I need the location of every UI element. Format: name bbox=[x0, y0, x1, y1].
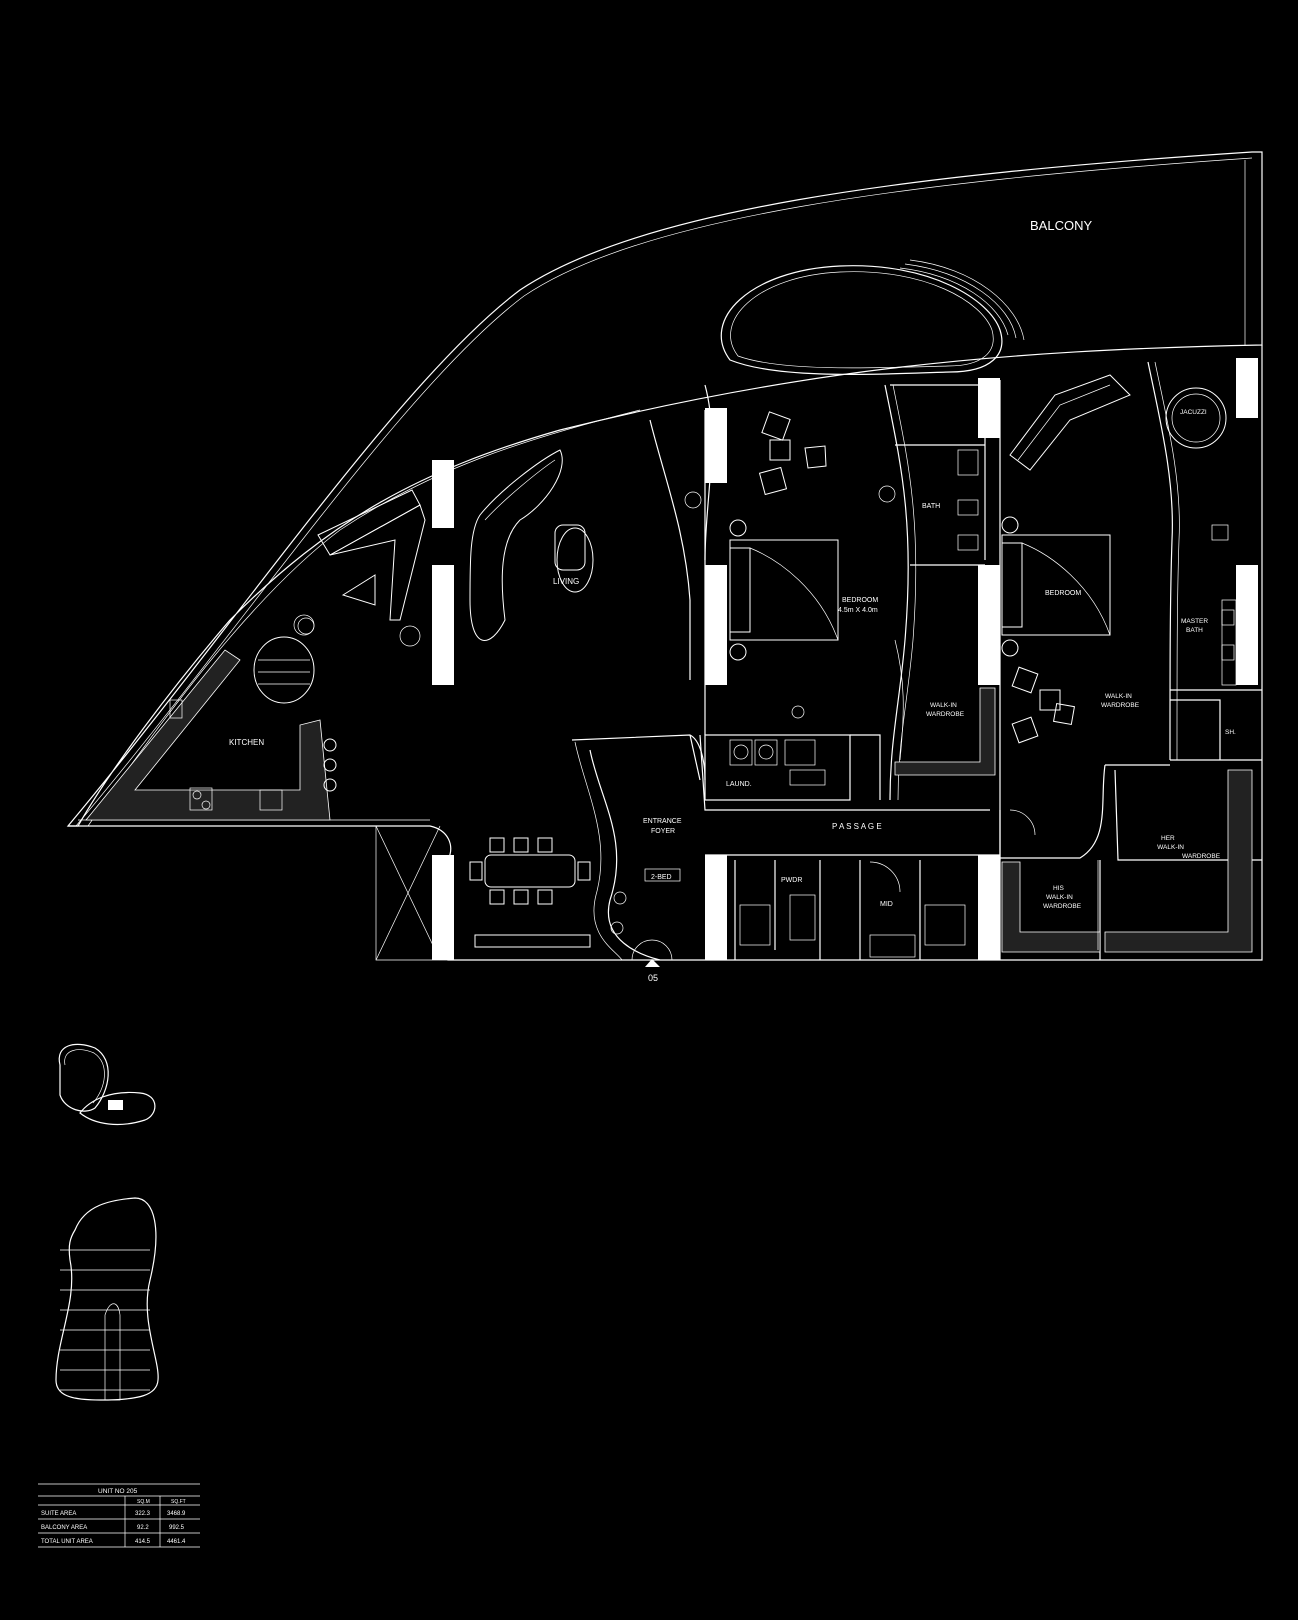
area-row-sqft: 4461.4 bbox=[167, 1539, 186, 1545]
label-his-c: WARDROBE bbox=[1043, 903, 1082, 910]
her-walkin-shelves bbox=[1104, 769, 1253, 953]
label-passage: P A S S A G E bbox=[832, 822, 882, 831]
area-row-label: SUITE AREA bbox=[41, 1511, 76, 1517]
label-balcony: BALCONY bbox=[1030, 218, 1092, 233]
label-powder: PWDR bbox=[781, 877, 802, 884]
label-shower: SH. bbox=[1225, 729, 1236, 736]
label-master-bath-a: MASTER bbox=[1181, 618, 1208, 625]
label-bedroom2: BEDROOM bbox=[1045, 590, 1081, 597]
label-walkin1-b: WARDROBE bbox=[926, 711, 965, 718]
balcony-outline bbox=[66, 151, 1263, 827]
area-row-sqft: 3468.9 bbox=[167, 1511, 186, 1517]
label-unit-type: 2-BED bbox=[651, 874, 672, 881]
label-kitchen: KITCHEN bbox=[229, 738, 264, 747]
area-table-col-sqft: SQ.FT bbox=[171, 1499, 186, 1505]
label-her-c: WARDROBE bbox=[1182, 853, 1221, 860]
area-table-title: UNIT NO 205 bbox=[98, 1488, 138, 1495]
key-plan-top bbox=[58, 1043, 156, 1126]
area-table-col-sqm: SQ.M bbox=[137, 1499, 150, 1505]
label-bedroom1: BEDROOM bbox=[842, 597, 878, 604]
entry-marker bbox=[620, 939, 690, 967]
label-walkin2-a: WALK-IN bbox=[1105, 693, 1132, 700]
area-table bbox=[38, 1483, 200, 1548]
label-bath: BATH bbox=[922, 503, 940, 510]
label-jacuzzi: JACUZZI bbox=[1180, 409, 1207, 416]
interior-walls bbox=[68, 345, 1263, 961]
master-bath-fixtures bbox=[1165, 387, 1237, 686]
area-row-sqm: 414.5 bbox=[135, 1539, 151, 1545]
living-furniture bbox=[293, 449, 594, 647]
plant-decor bbox=[297, 485, 896, 935]
bedroom1-furniture bbox=[729, 411, 839, 661]
label-entrance-b: FOYER bbox=[651, 828, 675, 835]
area-row-sqm: 322.3 bbox=[135, 1511, 151, 1517]
key-plan-elevation bbox=[55, 1197, 159, 1401]
label-walkin1-a: WALK-IN bbox=[930, 702, 957, 709]
his-walkin-shelves bbox=[1001, 860, 1101, 953]
label-walkin2-b: WARDROBE bbox=[1101, 702, 1140, 709]
area-row-sqm: 92.2 bbox=[137, 1525, 149, 1531]
area-row-label: BALCONY AREA bbox=[41, 1525, 87, 1531]
area-row-label: TOTAL UNIT AREA bbox=[41, 1539, 93, 1545]
label-living: LIVING bbox=[553, 577, 579, 586]
dining-set bbox=[469, 837, 591, 948]
bath-fixtures bbox=[957, 449, 979, 551]
label-master-bath-b: BATH bbox=[1186, 627, 1203, 634]
unit-type-box bbox=[644, 868, 681, 882]
label-his-a: HIS bbox=[1053, 885, 1065, 892]
area-row-sqft: 992.5 bbox=[169, 1525, 185, 1531]
label-her-a: HER bbox=[1161, 835, 1175, 842]
label-bedroom1-size: 4.5m X 4.0m bbox=[838, 607, 878, 614]
balcony-planter bbox=[720, 259, 1025, 375]
walkin1-shelves bbox=[894, 639, 996, 776]
label-her-b: WALK-IN bbox=[1157, 844, 1184, 851]
label-maid: MID bbox=[880, 901, 893, 908]
laundry-fixtures bbox=[729, 705, 826, 786]
label-laundry: LAUND. bbox=[726, 781, 752, 788]
bedroom2-furniture bbox=[1001, 374, 1131, 744]
window-panels bbox=[432, 358, 1258, 960]
kitchen-counters bbox=[85, 636, 337, 821]
label-his-b: WALK-IN bbox=[1046, 894, 1073, 901]
label-entrance-a: ENTRANCE bbox=[643, 818, 682, 825]
label-entry-number: 05 bbox=[648, 973, 658, 983]
